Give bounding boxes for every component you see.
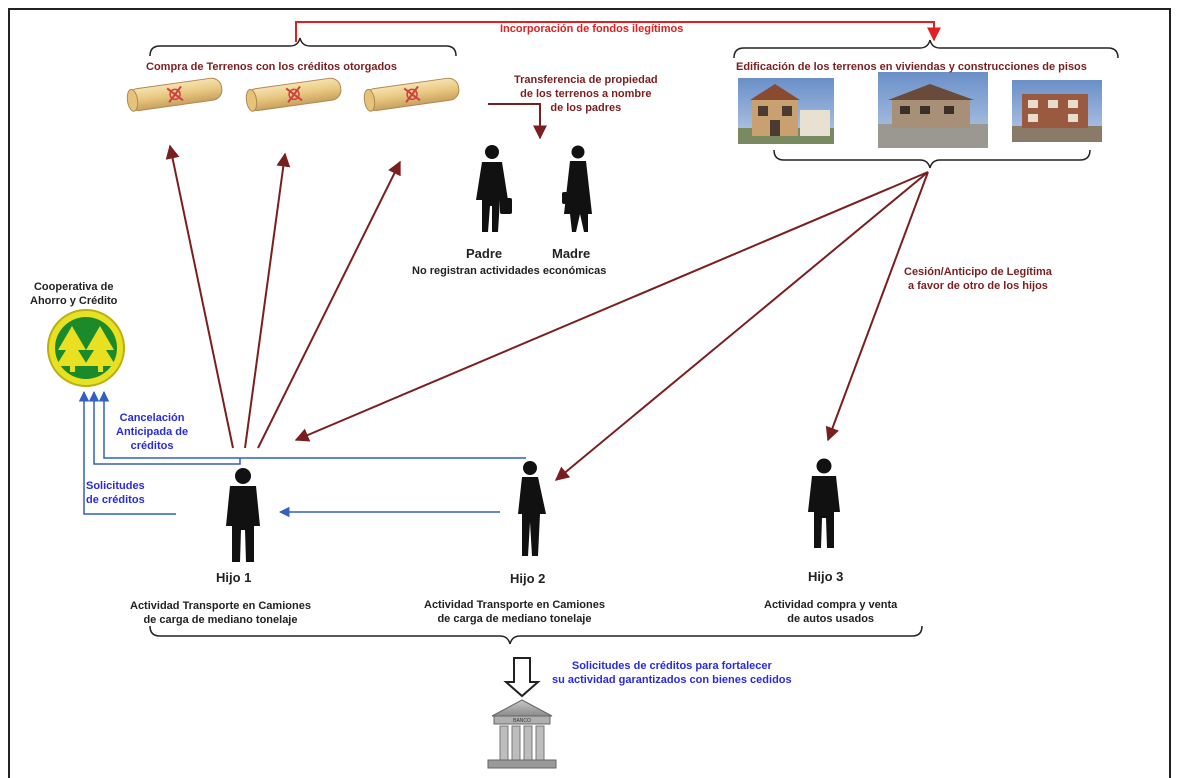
cession-line: a favor de otro de los hijos bbox=[907, 280, 1048, 292]
transfer-line: de los terrenos a nombre bbox=[520, 88, 652, 100]
hijo3-activity-line: de autos usados bbox=[787, 613, 875, 625]
early-cancellation-line: créditos bbox=[130, 440, 174, 452]
cession-line: Cesión/Anticipo de Legítima bbox=[904, 266, 1052, 278]
land-deed-icon bbox=[245, 77, 342, 112]
cession-label: Cesión/Anticipo de Legítima a favor de o… bbox=[904, 265, 1052, 293]
hijo3-activity: Actividad compra y venta de autos usados bbox=[764, 598, 897, 626]
buildings-bottom-brace bbox=[773, 149, 1091, 169]
hijo3-activity-line: Actividad compra y venta bbox=[764, 599, 898, 611]
cession-arrow bbox=[294, 171, 929, 442]
hijo2-activity: Actividad Transporte en Camiones de carg… bbox=[424, 598, 605, 626]
transfer-line: Transferencia de propiedad bbox=[514, 74, 658, 86]
hijo3-silhouette bbox=[808, 458, 840, 548]
credit-requests-line: de créditos bbox=[86, 494, 145, 506]
cooperative-label: Cooperativa de Ahorro y Crédito bbox=[30, 280, 117, 308]
transfer-label: Transferencia de propiedad de los terren… bbox=[514, 73, 658, 115]
hijo3-name: Hijo 3 bbox=[808, 569, 844, 584]
father-silhouette bbox=[476, 145, 512, 232]
hijo2-activity-line: Actividad Transporte en Camiones bbox=[424, 599, 605, 611]
hijo1-activity-line: Actividad Transporte en Camiones bbox=[130, 600, 311, 612]
bank-sign: BANCO bbox=[513, 718, 531, 724]
hijo2-activity-line: de carga de mediano tonelaje bbox=[437, 613, 592, 625]
bank-request-line: su actividad garantizados con bienes ced… bbox=[552, 674, 792, 686]
bank-request-label: Solicitudes de créditos para fortalecer … bbox=[552, 659, 792, 687]
bank-request-line: Solicitudes de créditos para fortalecer bbox=[571, 660, 772, 672]
bank-icon: BANCO bbox=[487, 699, 557, 769]
land-brace bbox=[149, 37, 457, 57]
buildings-label: Edificación de los terrenos en viviendas… bbox=[736, 61, 1087, 73]
illegitimate-funds-arrow bbox=[295, 21, 941, 42]
mother-label: Madre bbox=[552, 246, 591, 261]
land-deed-icon bbox=[126, 77, 223, 112]
hijo1-activity: Actividad Transporte en Camiones de carg… bbox=[130, 599, 311, 627]
down-arrow-icon bbox=[503, 657, 541, 698]
transfer-arrow bbox=[488, 103, 547, 140]
early-cancellation-line: Cancelación bbox=[119, 412, 185, 424]
cooperative-line: Cooperativa de bbox=[33, 281, 114, 293]
hijo2-silhouette bbox=[518, 461, 546, 556]
hijo1-silhouette bbox=[226, 468, 260, 562]
cooperative-line: Ahorro y Crédito bbox=[30, 295, 118, 307]
cession-arrow bbox=[554, 171, 929, 481]
children-brace bbox=[149, 625, 923, 645]
cooperative-logo bbox=[47, 309, 125, 387]
building-photo bbox=[1012, 80, 1102, 142]
land-purchase-label: Compra de Terrenos con los créditos otor… bbox=[146, 61, 398, 73]
hijo2-name: Hijo 2 bbox=[510, 571, 546, 586]
building-photo bbox=[878, 72, 988, 148]
credit-request-arrow bbox=[78, 390, 176, 515]
purchase-arrow bbox=[244, 152, 291, 449]
early-cancellation-arrow bbox=[88, 390, 241, 465]
cession-arrow bbox=[825, 171, 929, 442]
building-photo bbox=[738, 78, 834, 144]
credit-requests-line: Solicitudes bbox=[86, 480, 145, 492]
purchase-arrow bbox=[165, 144, 234, 449]
early-cancellation-label: Cancelación Anticipada de créditos bbox=[116, 411, 188, 453]
early-cancellation-arrow bbox=[98, 390, 526, 459]
credit-requests-label: Solicitudes de créditos bbox=[86, 479, 145, 507]
buildings-top-brace bbox=[733, 39, 1119, 59]
diagram-frame bbox=[8, 8, 1171, 778]
hijo1-name: Hijo 1 bbox=[216, 570, 252, 585]
illegitimate-funds-label: Incorporación de fondos ilegítimos bbox=[500, 23, 684, 35]
transfer-line: de los padres bbox=[550, 102, 622, 114]
early-cancellation-line: Anticipada de bbox=[116, 426, 189, 438]
mother-silhouette bbox=[562, 145, 592, 232]
parents-note: No registran actividades económicas bbox=[412, 265, 607, 277]
land-deed-icon bbox=[363, 77, 460, 112]
hijo1-activity-line: de carga de mediano tonelaje bbox=[143, 614, 298, 626]
father-label: Padre bbox=[466, 246, 503, 261]
purchase-arrow bbox=[257, 160, 401, 449]
